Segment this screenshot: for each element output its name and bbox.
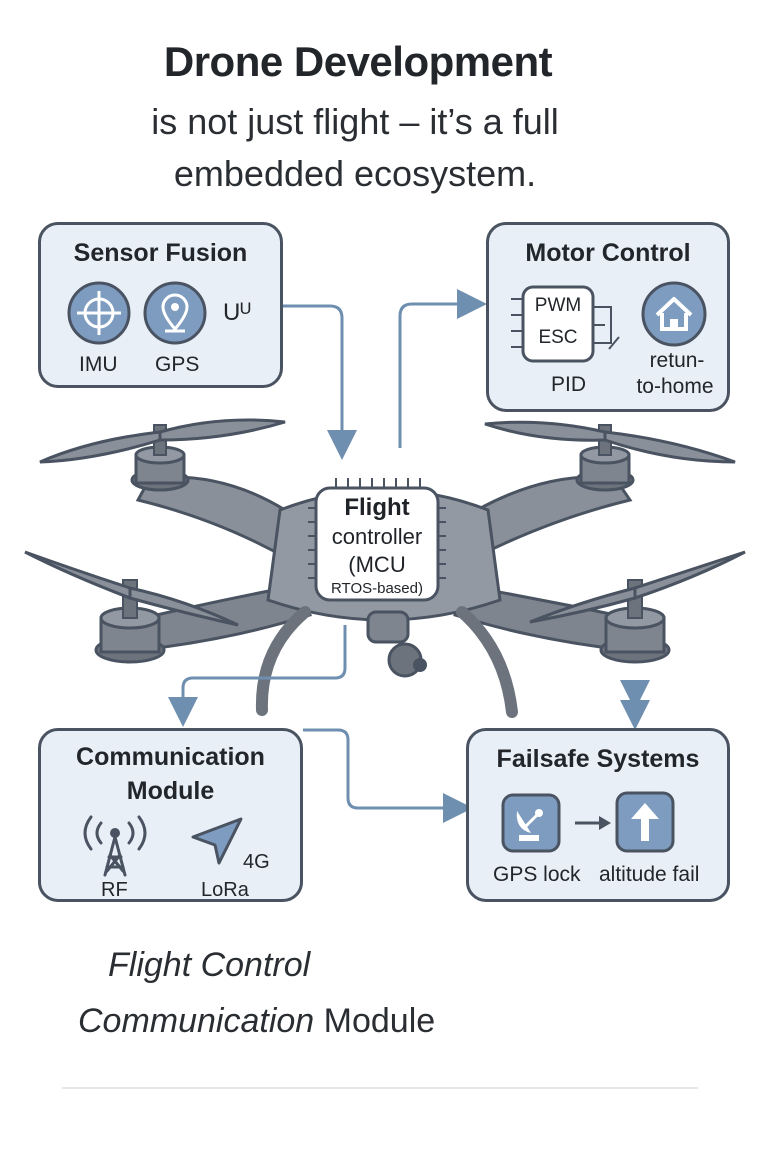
- page-title: Drone Development: [163, 38, 553, 85]
- arrow-controller-to-comm: [168, 625, 347, 727]
- flight-controller-chip: Flight controller (MCU RTOS-based): [308, 478, 446, 604]
- communication-module-box: Communication Module 4G RF LoRa: [38, 728, 303, 902]
- rth-label-line1: retun-: [649, 349, 705, 372]
- radio-tower-icon: [83, 815, 147, 877]
- chip-line3: (MCU: [348, 552, 406, 577]
- gps-lock-label: GPS lock: [493, 863, 581, 886]
- imu-label: IMU: [79, 353, 118, 376]
- esc-chip-icon: [511, 285, 620, 363]
- failsafe-title: Failsafe Systems: [496, 745, 700, 773]
- crosshair-icon: [67, 281, 131, 345]
- arrow-comm-to-failsafe: [303, 728, 473, 823]
- pid-label: PID: [551, 373, 587, 396]
- satellite-dish-icon: [501, 793, 561, 853]
- rf-label: RF: [101, 879, 128, 901]
- location-pin-icon: [143, 281, 207, 345]
- failsafe-systems-box: Failsafe Systems GPS lock altitude fail: [466, 728, 730, 902]
- page-subtitle: is not just flight – it’s a full embedde…: [151, 101, 559, 194]
- chip-pins: [308, 478, 446, 602]
- home-icon: [641, 281, 707, 347]
- footer-line2: Communication Module: [78, 1002, 435, 1041]
- sensor-fusion-box: Sensor Fusion Uᵁ IMU GPS: [38, 222, 283, 388]
- gps-label: GPS: [155, 353, 200, 376]
- motor-control-title: Motor Control: [525, 239, 691, 267]
- connector-arrows: [168, 289, 650, 823]
- sensor-extra-glyph: Uᵁ: [223, 299, 251, 326]
- pwm-label: PWM: [534, 295, 582, 316]
- arrow-sensor-to-controller: [283, 304, 357, 460]
- footer-line2-rest: Module: [314, 1002, 436, 1040]
- altitude-fail-label: altitude fail: [599, 863, 700, 886]
- chip-line4: RTOS-based): [331, 580, 423, 597]
- lora-label: LoRa: [201, 879, 249, 901]
- footer-line2-italic: Communication: [78, 1002, 315, 1040]
- rth-label-line2: to-home: [636, 375, 714, 398]
- bottom-divider: [62, 1087, 698, 1089]
- arrow-controller-to-motor: [398, 289, 487, 448]
- esc-label: ESC: [538, 327, 578, 348]
- sensor-fusion-title: Sensor Fusion: [73, 239, 248, 267]
- right-arrow-icon: [575, 816, 611, 830]
- fourg-label: 4G: [243, 851, 270, 873]
- send-arrow-icon: [191, 817, 243, 865]
- communication-title-line1: Communication: [76, 743, 265, 771]
- motor-control-box: Motor Control PWM ESC PID retun- to-home: [486, 222, 730, 412]
- communication-title-line2: Module: [126, 777, 215, 805]
- chip-line1: Flight: [344, 494, 410, 521]
- up-arrow-icon: [615, 791, 675, 853]
- footer-line1: Flight Control: [108, 946, 311, 984]
- chip-line2: controller: [331, 524, 423, 549]
